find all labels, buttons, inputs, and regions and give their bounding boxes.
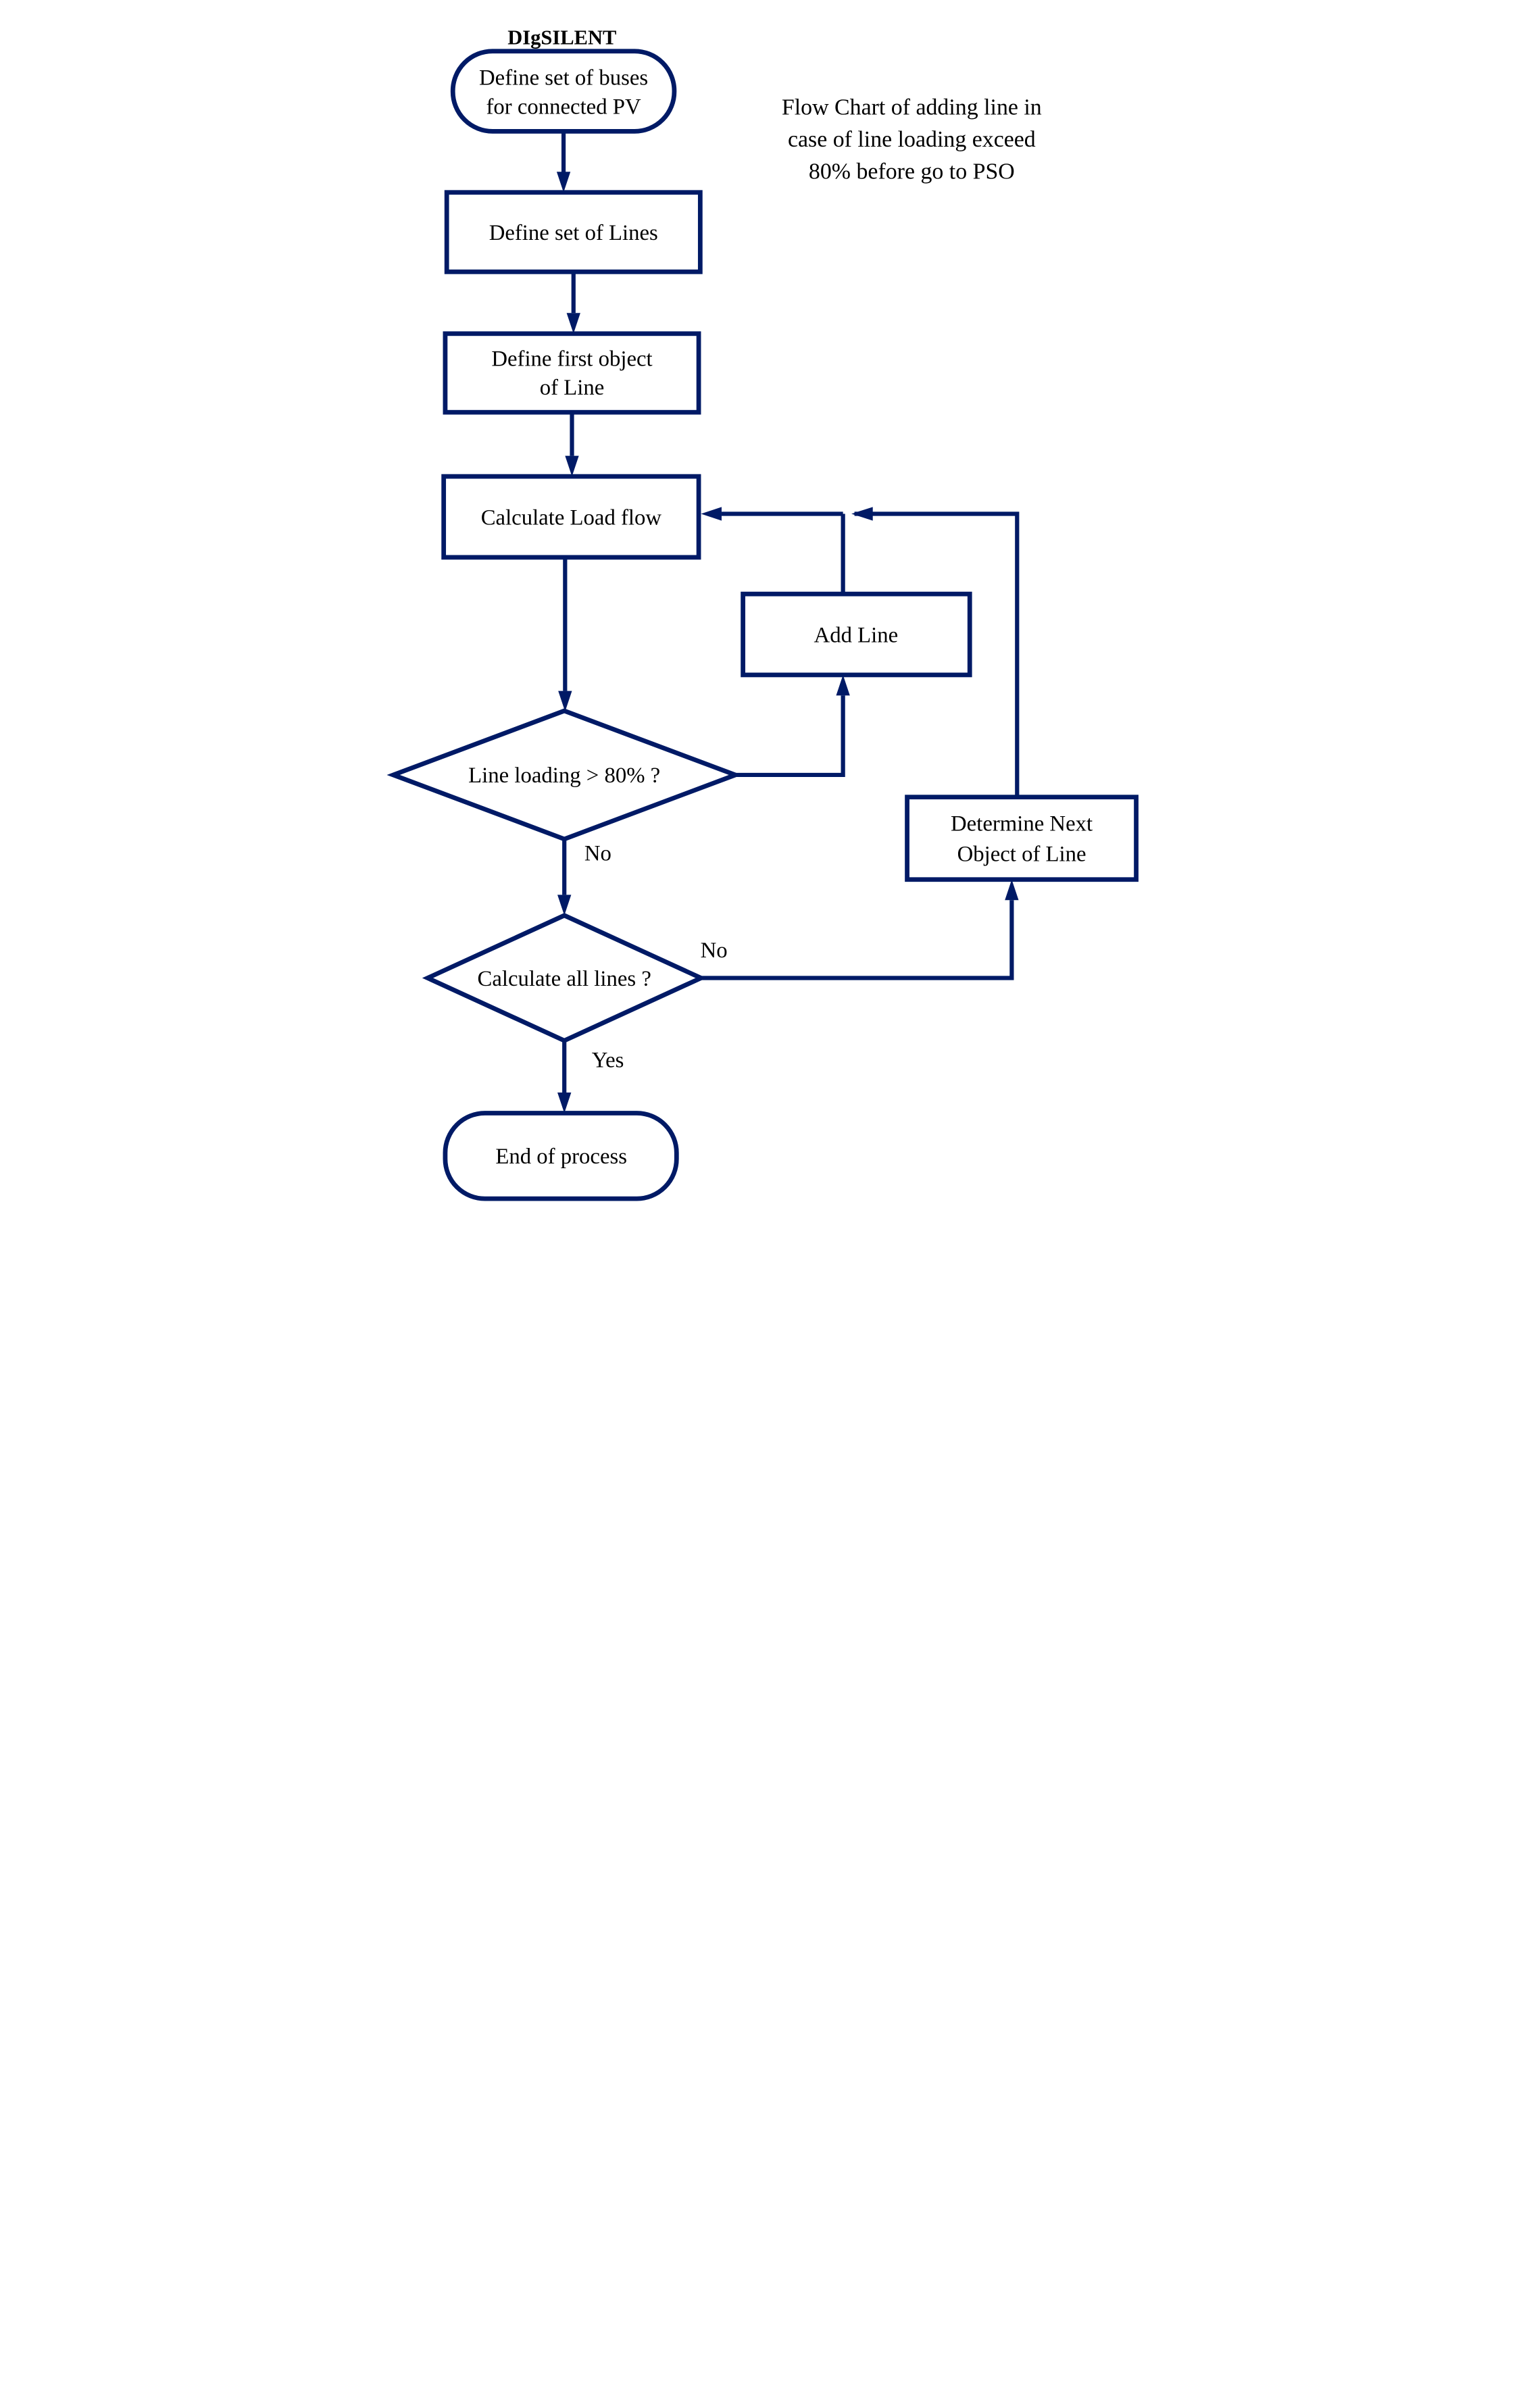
- node-determine-next-object: Determine Next Object of Line: [904, 795, 1139, 882]
- define-first-object-process-shape: [443, 331, 701, 415]
- label-no-line-loading: No: [584, 842, 611, 866]
- define-first-object-label-line-1: Define first object: [491, 347, 652, 371]
- arrowhead-into-calculate-all-check: [557, 895, 571, 915]
- end-terminator-shape: [443, 1111, 679, 1201]
- node-add-line: Add Line: [740, 591, 972, 678]
- node-calculate-all-lines-check: Calculate all lines ?: [422, 913, 707, 1043]
- digsilent-title: DIgSILENT: [507, 26, 616, 49]
- determine-next-label-line-1: Determine Next: [951, 811, 1093, 836]
- start-label-line-1: Define set of buses: [479, 66, 648, 90]
- calculate-all-label: Calculate all lines ?: [477, 967, 651, 991]
- node-end: End of process: [443, 1111, 679, 1201]
- calculate-all-decision-shape: [422, 913, 707, 1043]
- arrowhead-into-add-line: [835, 674, 850, 696]
- edge-calculate-all-no-to-determine-next: [700, 900, 1014, 980]
- node-define-set-of-lines: Define set of Lines: [444, 190, 703, 274]
- arrowhead-into-load-flow-top: [564, 455, 579, 477]
- arrowhead-into-define-lines: [556, 172, 570, 193]
- add-line-process-shape: [740, 591, 972, 678]
- start-terminator-shape: [450, 49, 676, 134]
- end-label: End of process: [495, 1145, 627, 1169]
- calculate-load-flow-process-shape: [441, 474, 701, 560]
- flowchart-page: DIgSILENT Flow Chart of adding line in c…: [380, 0, 1145, 1207]
- determine-next-label-line-2: Object of Line: [957, 843, 1086, 867]
- arrowhead-into-load-flow-right: [700, 507, 722, 521]
- arrowhead-into-end: [557, 1093, 571, 1113]
- line-loading-label: Line loading > 80% ?: [468, 763, 660, 788]
- line-loading-decision-shape: [386, 708, 742, 842]
- node-calculate-load-flow: Calculate Load flow: [441, 474, 701, 560]
- calculate-load-flow-label: Calculate Load flow: [480, 505, 661, 530]
- edge-determine-next-to-return-junction: [854, 511, 1019, 797]
- arrowhead-into-line-loading-check: [557, 691, 572, 712]
- arrowhead-into-first-object: [566, 313, 580, 334]
- start-label-line-2: for connected PV: [486, 95, 641, 119]
- edges: [556, 131, 1019, 1113]
- annotation-line-1: Flow Chart of adding line in: [781, 95, 1041, 120]
- arrowhead-at-return-junction: [851, 507, 873, 521]
- define-lines-label: Define set of Lines: [489, 221, 657, 245]
- annotation-line-2: case of line loading exceed: [787, 127, 1035, 152]
- define-lines-process-shape: [444, 190, 703, 274]
- edge-line-loading-to-add-line: [734, 695, 845, 778]
- add-line-label: Add Line: [814, 623, 898, 647]
- node-define-first-object: Define first object of Line: [443, 331, 701, 415]
- annotation-block: Flow Chart of adding line in case of lin…: [781, 95, 1041, 184]
- define-first-object-label-line-2: of Line: [539, 376, 603, 400]
- determine-next-process-shape: [904, 795, 1139, 882]
- node-start: Define set of buses for connected PV: [450, 49, 676, 134]
- label-yes-calculate-all: Yes: [591, 1049, 624, 1073]
- flowchart-canvas: DIgSILENT Flow Chart of adding line in c…: [380, 0, 1145, 1207]
- annotation-line-3: 80% before go to PSO: [808, 159, 1014, 184]
- node-line-loading-check: Line loading > 80% ?: [386, 708, 742, 842]
- label-no-calculate-all: No: [700, 938, 727, 963]
- arrowhead-into-determine-next: [1004, 879, 1019, 901]
